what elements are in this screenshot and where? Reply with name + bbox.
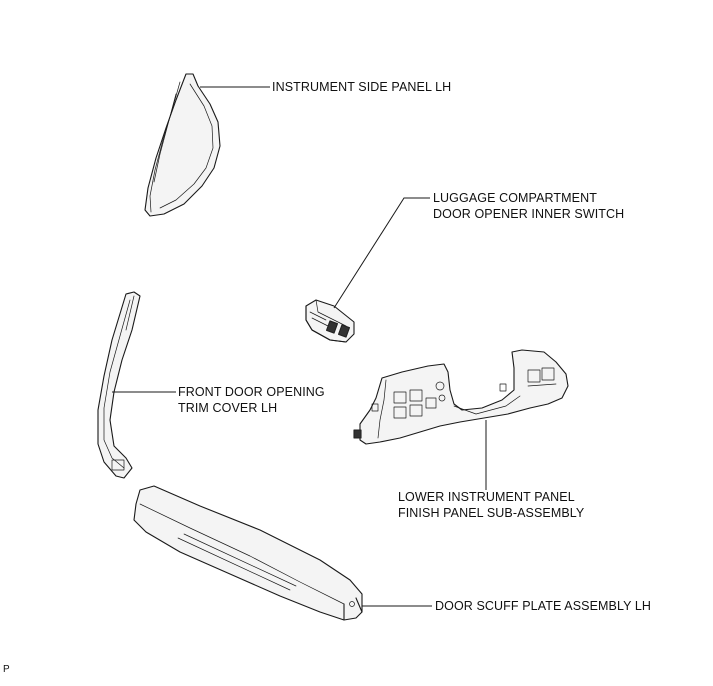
label-instrument-side-panel: INSTRUMENT SIDE PANEL LH — [272, 80, 452, 94]
instrument-side-panel-drawing — [144, 73, 221, 217]
label-luggage-switch-line2: DOOR OPENER INNER SWITCH — [433, 207, 625, 221]
label-front-door-trim-line2: TRIM COVER LH — [178, 401, 278, 415]
front-door-trim-drawing — [97, 291, 141, 479]
lower-panel-drawing — [353, 349, 569, 445]
label-front-door-trim-line1: FRONT DOOR OPENING — [178, 385, 325, 399]
label-lower-panel-line1: LOWER INSTRUMENT PANEL — [398, 490, 575, 504]
corner-mark: P — [3, 664, 10, 675]
door-scuff-plate-drawing — [133, 485, 363, 621]
label-lower-panel-line2: FINISH PANEL SUB-ASSEMBLY — [398, 506, 585, 520]
label-door-scuff-plate: DOOR SCUFF PLATE ASSEMBLY LH — [435, 599, 652, 613]
leader-lines — [112, 86, 487, 607]
label-luggage-switch-line1: LUGGAGE COMPARTMENT — [433, 191, 597, 205]
luggage-switch-drawing — [305, 299, 355, 343]
